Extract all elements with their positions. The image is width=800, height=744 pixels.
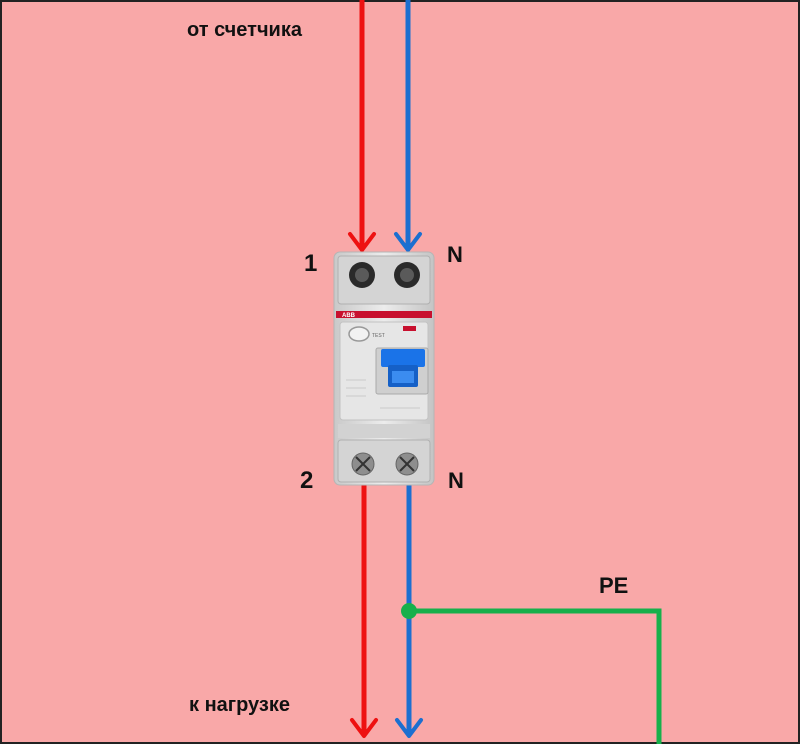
incoming-neutral-wire [394, 0, 422, 252]
to-load-label: к нагрузке [189, 694, 290, 716]
neutral-out-arrow-icon [395, 718, 423, 738]
toggle-handle [381, 349, 425, 387]
rcd-device: ABB TEST [333, 251, 435, 486]
from-meter-label: от счетчика [187, 19, 303, 41]
pe-wire [401, 603, 662, 744]
terminal-2-label: 2 [300, 467, 313, 494]
phase-in-arrow-icon [348, 232, 376, 252]
lower-step [338, 424, 430, 438]
pe-label: PE [599, 573, 628, 598]
incoming-phase-wire [348, 0, 376, 252]
terminal-n-top-label: N [447, 242, 463, 267]
outgoing-phase-wire [350, 484, 378, 738]
test-button-label: TEST [372, 333, 385, 339]
brand-stripe [336, 311, 432, 318]
terminal-1-label: 1 [304, 250, 317, 277]
trip-indicator [403, 326, 416, 331]
phase-out-arrow-icon [350, 718, 378, 738]
bottom-neutral-terminal-screw-icon [395, 452, 419, 476]
brand-label: ABB [342, 313, 356, 319]
bottom-phase-terminal-screw-icon [351, 452, 375, 476]
terminal-n-bottom-label: N [448, 468, 464, 493]
test-button [348, 326, 370, 342]
panel-markings [346, 379, 420, 409]
pe-junction-node [401, 603, 417, 619]
neutral-in-arrow-icon [394, 232, 422, 252]
